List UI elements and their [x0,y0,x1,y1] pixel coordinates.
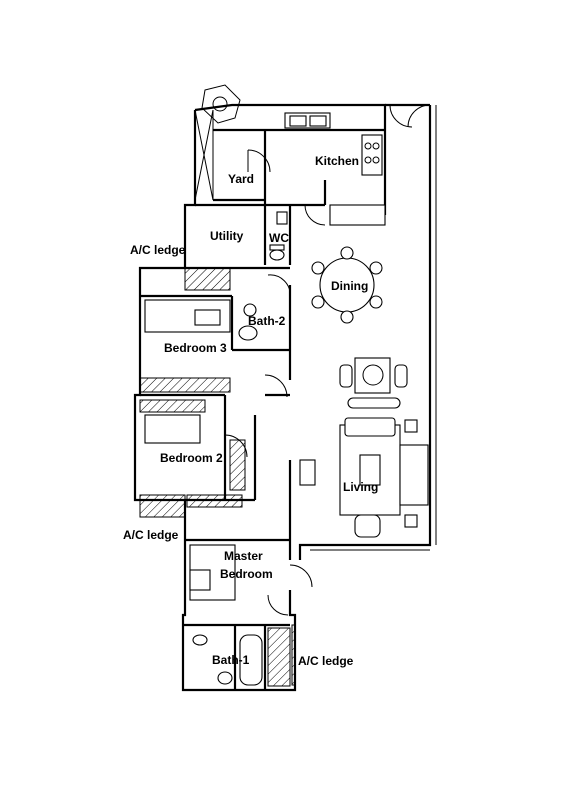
bath-fixtures [192,303,263,686]
label-kitchen: Kitchen [315,154,359,168]
dining-table [311,246,383,324]
label-yard: Yard [228,172,254,186]
label-ac-ledge-1: A/C ledge [130,243,186,257]
label-wc: WC [269,231,289,245]
kitchen-fixtures [284,112,386,226]
ac-ledges [139,267,296,687]
label-bedroom-2: Bedroom 2 [160,451,223,465]
living-furniture [299,417,429,538]
wc-fixtures [269,211,288,261]
label-bath-1: Bath-1 [212,653,250,667]
label-ac-ledge-2: A/C ledge [123,528,179,542]
label-bedroom-3: Bedroom 3 [164,341,227,355]
bay-window [194,84,241,201]
label-master-line1: Master [224,549,263,563]
door-swings [224,104,431,616]
label-ac-ledge-3: A/C ledge [298,654,354,668]
side-table [339,357,408,409]
room-labels: Kitchen Yard Utility WC A/C ledge Dining… [123,154,378,668]
label-living: Living [343,480,378,494]
label-utility: Utility [210,229,244,243]
label-bath-2: Bath-2 [248,314,286,328]
label-dining: Dining [331,279,368,293]
beds [144,299,236,601]
label-master-line2: Bedroom [220,567,273,581]
